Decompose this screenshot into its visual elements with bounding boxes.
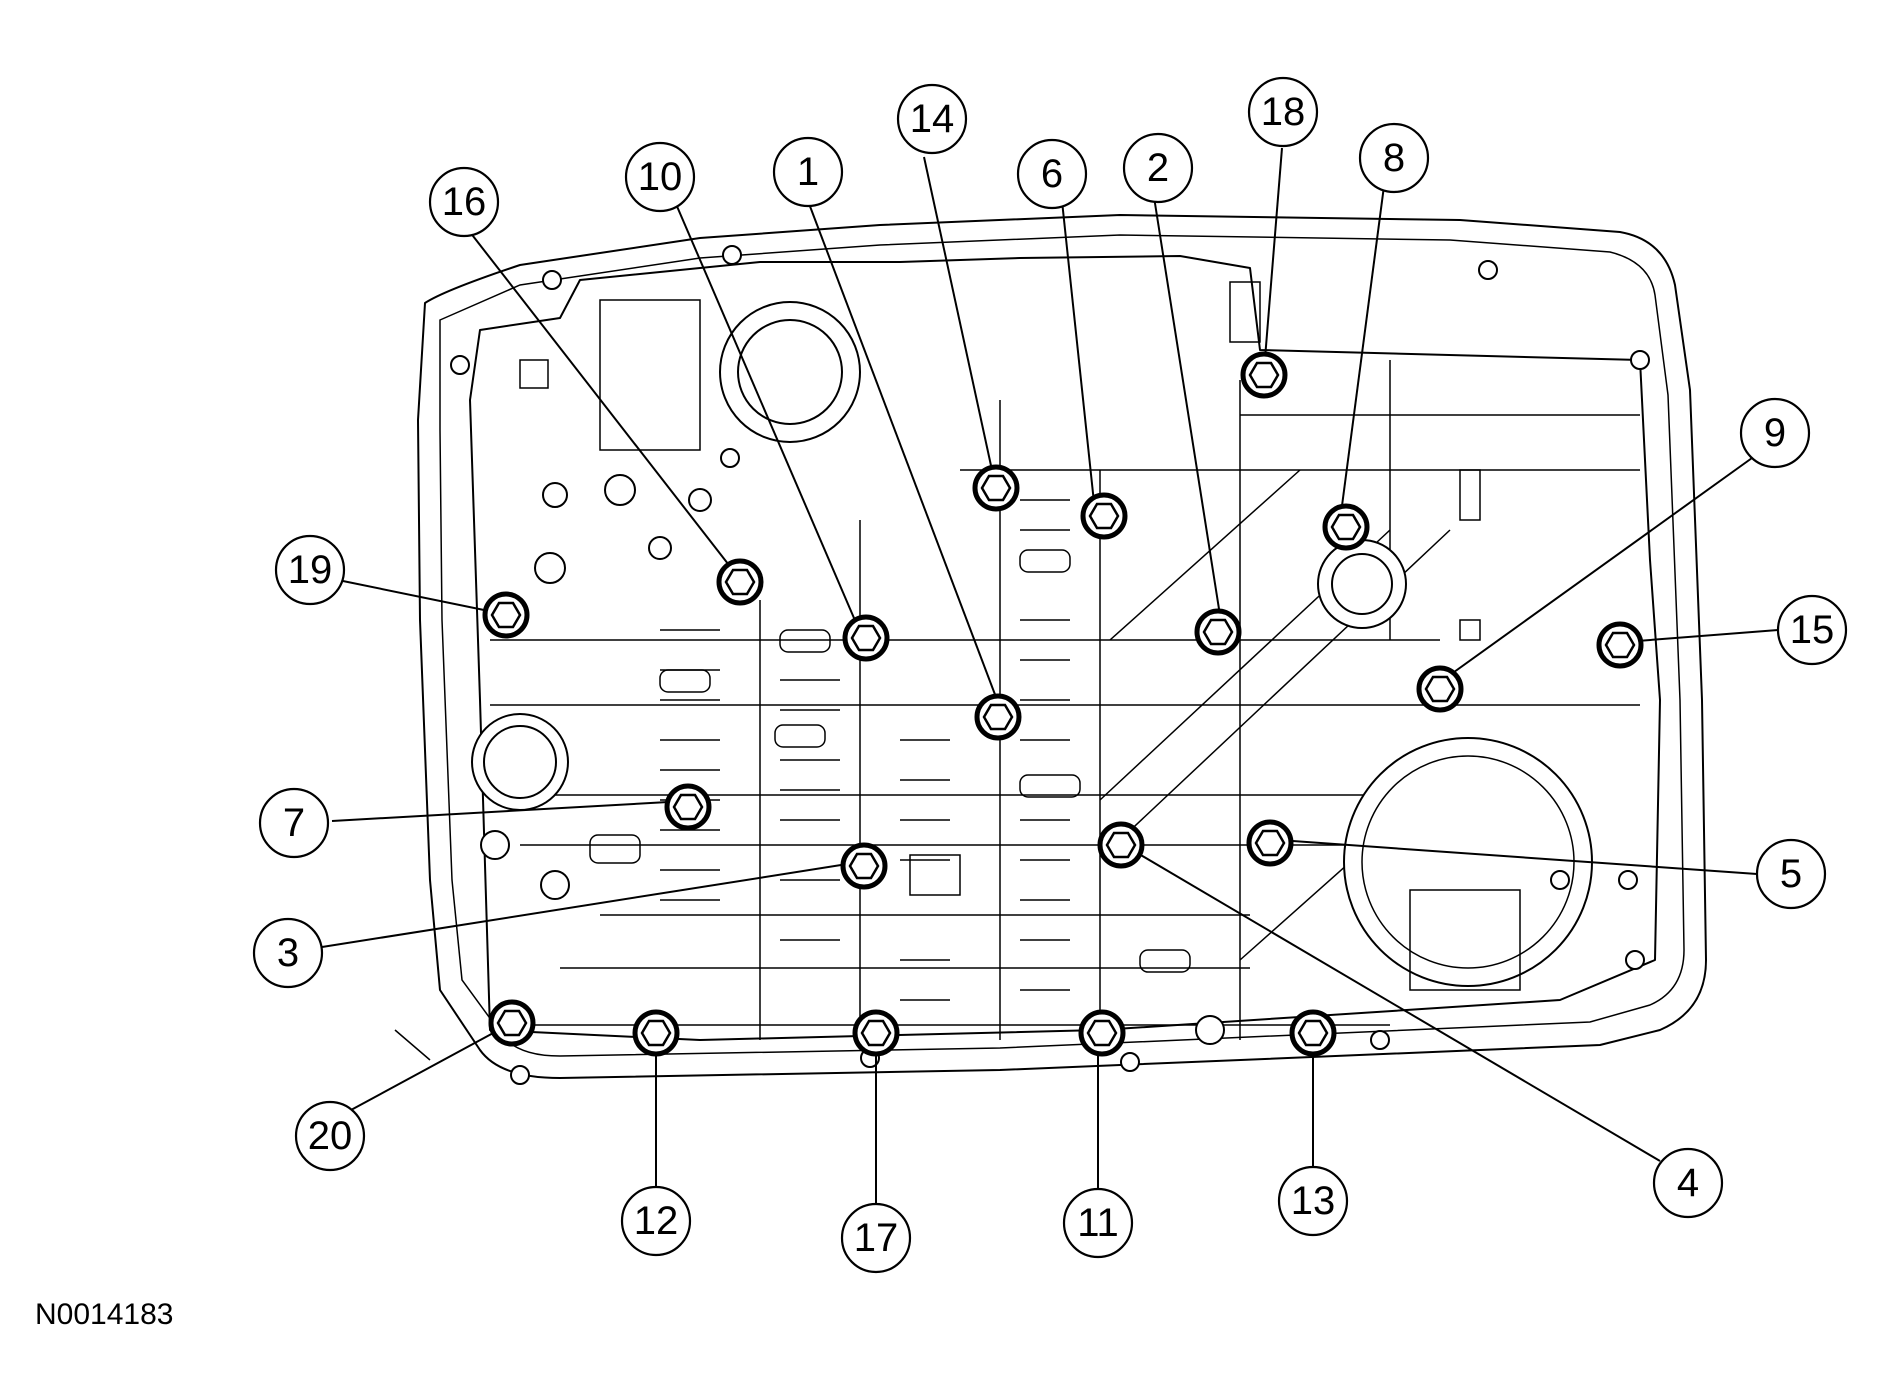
callout-11-label: 11 bbox=[1077, 1201, 1119, 1245]
callout-16-label: 16 bbox=[442, 180, 487, 224]
bolt-11-icon bbox=[1078, 1009, 1126, 1057]
bolt-12-icon bbox=[632, 1009, 680, 1057]
callout-11: 11 bbox=[1062, 1187, 1134, 1259]
bolt-3-icon bbox=[840, 842, 888, 890]
callout-16: 16 bbox=[428, 166, 500, 238]
callout-20-label: 20 bbox=[308, 1114, 353, 1158]
callout-4-label: 4 bbox=[1677, 1161, 1699, 1205]
callout-4: 4 bbox=[1652, 1147, 1724, 1219]
callout-17: 17 bbox=[840, 1202, 912, 1274]
bolt-1-icon bbox=[974, 693, 1022, 741]
valve-body-outline bbox=[394, 214, 1707, 1085]
callout-15-label: 15 bbox=[1790, 608, 1835, 652]
callout-2-label: 2 bbox=[1147, 146, 1169, 190]
callout-18: 18 bbox=[1247, 76, 1319, 148]
callout-3: 3 bbox=[252, 917, 324, 989]
callout-5-label: 5 bbox=[1780, 852, 1802, 896]
bolt-10-icon bbox=[842, 614, 890, 662]
bolt-2-icon bbox=[1194, 608, 1242, 656]
callout-1-label: 1 bbox=[797, 150, 819, 194]
bolt-15-icon bbox=[1596, 621, 1644, 669]
leader-lines bbox=[321, 147, 1779, 1211]
callout-6: 6 bbox=[1016, 138, 1088, 210]
callout-5: 5 bbox=[1755, 838, 1827, 910]
bolt-9-icon bbox=[1416, 665, 1464, 713]
callout-2: 2 bbox=[1122, 132, 1194, 204]
bolt-8-icon bbox=[1322, 503, 1370, 551]
callout-9-label: 9 bbox=[1764, 411, 1786, 455]
callout-14: 14 bbox=[896, 83, 968, 155]
bolt-13-icon bbox=[1289, 1009, 1337, 1057]
callout-1: 1 bbox=[772, 136, 844, 208]
callout-8-label: 8 bbox=[1383, 136, 1405, 180]
callout-19: 19 bbox=[274, 534, 346, 606]
callout-3-label: 3 bbox=[277, 931, 299, 975]
callout-15: 15 bbox=[1776, 594, 1848, 666]
callout-13: 13 bbox=[1277, 1165, 1349, 1237]
bolt-5-icon bbox=[1246, 819, 1294, 867]
callout-14-label: 14 bbox=[910, 97, 955, 141]
bolt-4-icon bbox=[1097, 821, 1145, 869]
bolt-6-icon bbox=[1080, 492, 1128, 540]
bolts bbox=[482, 351, 1644, 1057]
bolt-19-icon bbox=[482, 591, 530, 639]
callout-18-label: 18 bbox=[1261, 90, 1306, 134]
callout-13-label: 13 bbox=[1291, 1179, 1336, 1223]
callout-7: 7 bbox=[258, 787, 330, 859]
bolt-16-icon bbox=[716, 558, 764, 606]
callout-12: 12 bbox=[620, 1185, 692, 1257]
bolt-7-icon bbox=[664, 783, 712, 831]
callout-17-label: 17 bbox=[854, 1216, 899, 1260]
callout-7-label: 7 bbox=[283, 801, 305, 845]
bolt-14-icon bbox=[972, 464, 1020, 512]
callout-8: 8 bbox=[1358, 122, 1430, 194]
callout-20: 20 bbox=[294, 1100, 366, 1172]
callout-10-label: 10 bbox=[638, 155, 683, 199]
callout-9: 9 bbox=[1739, 397, 1811, 469]
callout-10: 10 bbox=[624, 141, 696, 213]
bolt-18-icon bbox=[1240, 351, 1288, 399]
callout-19-label: 19 bbox=[288, 548, 333, 592]
callouts: 1 2 3 4 5 6 7 8 9 10 11 12 13 14 15 16 1… bbox=[252, 76, 1848, 1274]
bolt-20-icon bbox=[488, 999, 536, 1047]
callout-6-label: 6 bbox=[1041, 152, 1063, 196]
bolt-17-icon bbox=[852, 1009, 900, 1057]
figure-id: N0014183 bbox=[35, 1298, 174, 1331]
callout-12-label: 12 bbox=[634, 1199, 679, 1243]
